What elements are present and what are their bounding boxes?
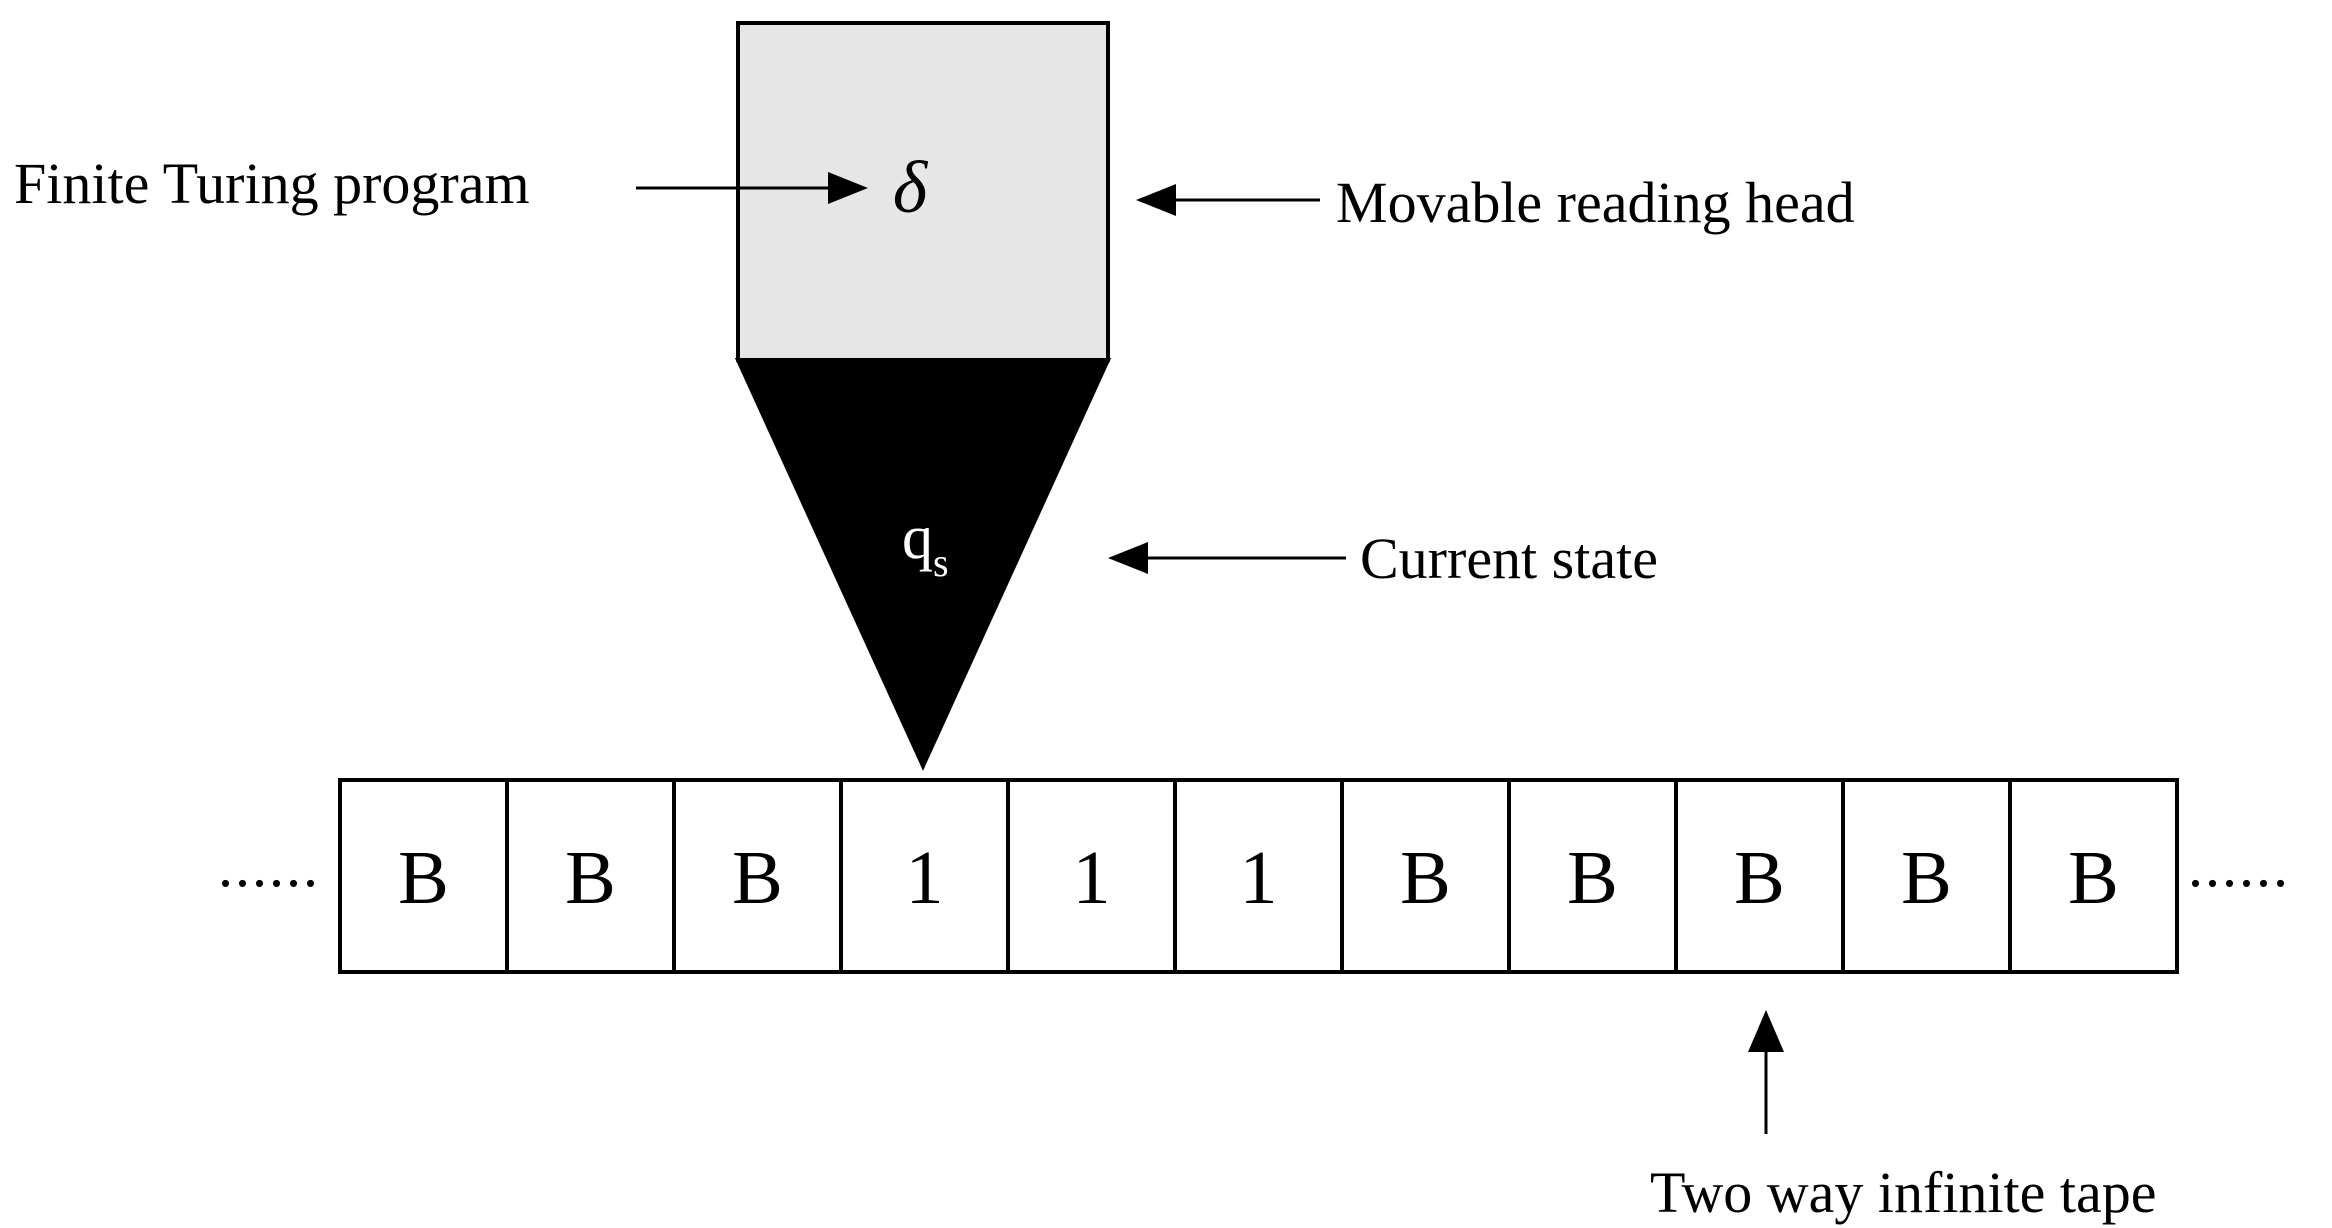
head-arrowhead [1136,184,1176,216]
tape-cell-symbol: B [2068,836,2119,920]
tape-cell: B [672,778,843,974]
tape-arrowhead [1748,1010,1784,1052]
tape-cell: 1 [839,778,1010,974]
state-label: Current state [1360,526,1658,591]
head-control-box [736,21,1110,362]
tape-cell-box [2008,778,2179,974]
tape-cell-box [1340,778,1511,974]
tape-cell-symbol: B [565,836,616,920]
tape-cell-symbol: B [1400,836,1451,920]
tape-cell: B [2008,778,2179,974]
tape-cell-symbol: 1 [1073,836,1111,920]
state-subscript: s [933,540,949,585]
tape-cell-symbol: B [1734,836,1785,920]
tape-cell-symbol: 1 [1240,836,1278,920]
tape-left-ellipsis: ...... [218,833,320,899]
program-arrowhead [828,172,868,204]
tape-cell-symbol: B [1567,836,1618,920]
tape-cell: B [505,778,676,974]
tape-cell: 1 [1006,778,1177,974]
tape-right-ellipsis: ...... [2188,833,2290,899]
tape-cell-symbol: 1 [906,836,944,920]
tape-cell: B [1841,778,2012,974]
tape: B B B 1 1 1 B B B B B [338,778,2179,974]
tape-cell: B [338,778,509,974]
tape-cell-symbol: B [1901,836,1952,920]
tape-cell: B [1340,778,1511,974]
state-letter: q [902,504,933,572]
state-arrowhead [1108,542,1148,574]
tape-cell-box [338,778,509,974]
tape-cell-box [1841,778,2012,974]
current-state-symbol: qs [902,504,949,585]
tape-cell: B [1507,778,1678,974]
tape-cell-symbol: B [398,836,449,920]
tape-label: Two way infinite tape [1650,1160,2157,1225]
tape-cell: B [1674,778,1845,974]
tape-cell-box [672,778,843,974]
head-pointer [734,358,1112,771]
transition-function-symbol: δ [893,147,929,229]
head-label: Movable reading head [1336,170,1855,235]
tape-cell-box [1507,778,1678,974]
tape-cell-box [1173,778,1344,974]
tape-cell-symbol: B [732,836,783,920]
tape-cell-box [1674,778,1845,974]
tape-cell: 1 [1173,778,1344,974]
program-label: Finite Turing program [14,151,530,216]
